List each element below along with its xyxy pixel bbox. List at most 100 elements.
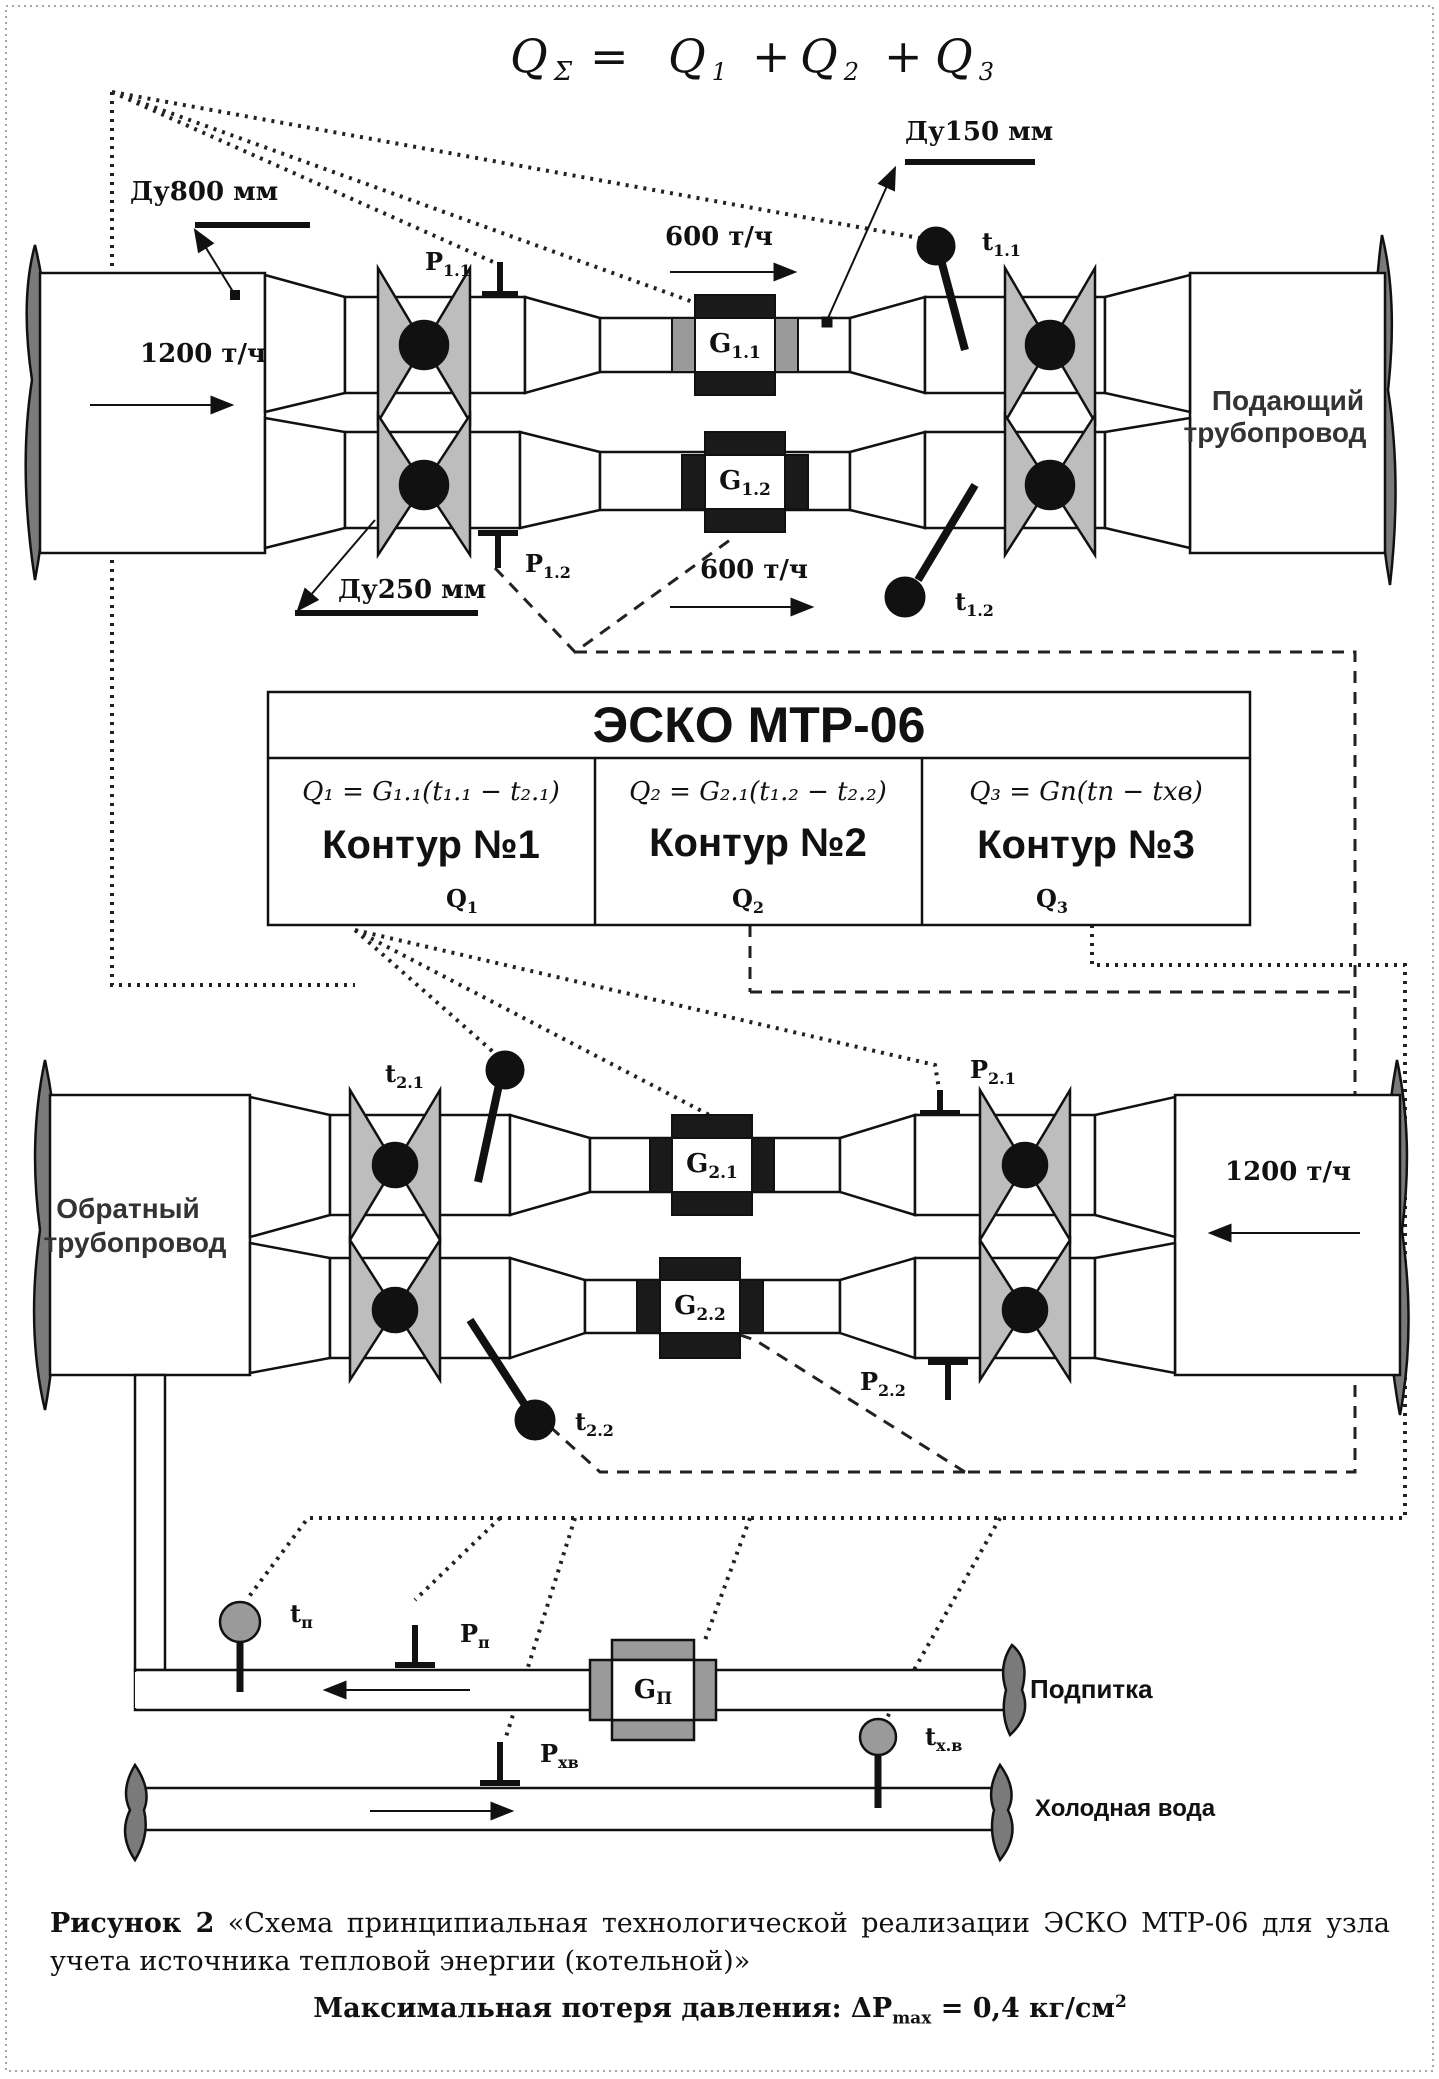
formula-equals: =	[590, 29, 629, 83]
makeup-label: Подпитка	[1030, 1674, 1153, 1704]
valve-r2-right	[978, 1235, 1072, 1385]
return-flow-in-label: 1200 т/ч	[1225, 1157, 1351, 1187]
supply-sensors	[478, 226, 979, 618]
makeup-cap	[1001, 1643, 1027, 1738]
temp-sensor-t11	[916, 226, 969, 352]
flowmeter-g21: G2.1	[649, 1114, 775, 1216]
supply-header-left	[38, 271, 267, 555]
valve-b2-left	[376, 410, 472, 560]
supply-annotations: Ду800 мм 1200 т/ч 600 т/ч Ду150 мм P1.1 …	[90, 117, 1367, 620]
contour-1-cell: Q₁ = G₁.₁(t₁.₁ − t₂.₁) Контур №1 Q1	[302, 777, 560, 917]
return-valves	[348, 1085, 1072, 1385]
valve-r1-left	[348, 1085, 442, 1245]
valve-r1-right	[978, 1085, 1072, 1245]
return-header-left	[48, 1093, 252, 1377]
caption-text: Рисунок 2 «Схема принципиальная технолог…	[50, 1905, 1390, 1981]
contour-2-q: Q2	[732, 884, 764, 917]
signal-line-gp	[703, 1517, 752, 1641]
cold-water-line	[123, 1717, 1014, 1863]
txv-label: tх.в	[925, 1722, 962, 1755]
signal-line-t21	[353, 928, 502, 1060]
pressure-sensor-pp	[395, 1625, 435, 1668]
pressure-sensor-pxv	[480, 1742, 520, 1786]
b2-reducer-right	[1103, 416, 1192, 550]
supply-valves	[376, 263, 1097, 560]
pressure-sensor-p12	[478, 530, 518, 568]
makeup-line: GП	[133, 1373, 1027, 1742]
figure-caption: Рисунок 2 «Схема принципиальная технолог…	[50, 1905, 1390, 2037]
b2-cone-b	[848, 430, 927, 530]
return-pipeline	[32, 1059, 1410, 1416]
flowmeter-gp: GП	[588, 1638, 718, 1742]
signal-line-g11	[111, 90, 694, 304]
t12-label: t1.2	[955, 587, 994, 620]
signal-line-g22-p22	[739, 1333, 966, 1474]
cold-left-cap	[123, 1762, 148, 1863]
contour-1-formula: Q₁ = G₁.₁(t₁.₁ − t₂.₁)	[302, 777, 560, 807]
pressure-sensor-p21	[920, 1090, 960, 1116]
t11-label: t1.1	[982, 227, 1021, 260]
return-pipe-name-1: Обратный	[56, 1193, 200, 1224]
makeup-annotations: tп Pп Подпитка	[290, 1599, 1153, 1704]
supply-flow-in-label: 1200 т/ч	[140, 339, 266, 369]
p12-label: P1.2	[525, 549, 571, 582]
tp-label: tп	[290, 1599, 313, 1632]
p11-label: P1.1	[425, 247, 471, 280]
signal-line-contour2-frame	[965, 650, 1357, 1474]
du150-label: Ду150 мм	[905, 117, 1053, 147]
cold-water-pipe	[138, 1786, 1002, 1832]
contour-1-label: Контур №1	[322, 823, 540, 867]
du800-tap	[230, 290, 240, 300]
du800-leader	[193, 227, 236, 296]
pp-label: Pп	[460, 1619, 490, 1652]
supply-pipe-name-1: Подающий	[1212, 385, 1364, 416]
signal-line-t11	[111, 90, 931, 242]
b1-reducer-right	[1103, 273, 1192, 414]
du250-leader	[296, 519, 376, 612]
contour-2-label: Контур №2	[649, 821, 867, 865]
esko-frame	[266, 690, 1252, 927]
formula-plus-1: +	[752, 29, 791, 83]
b1-reducer-left	[263, 273, 347, 414]
return-sensors	[466, 1050, 968, 1441]
temp-sensor-tp	[218, 1600, 262, 1692]
signal-line-p21	[354, 928, 942, 1096]
cold-water-label: Холодная вода	[1035, 1795, 1216, 1822]
makeup-riser	[133, 1373, 167, 1672]
branch1-flow-label: 600 т/ч	[665, 222, 773, 252]
signal-line-pp	[413, 1516, 502, 1602]
contour-2-formula: Q₂ = G₂.₁(t₁.₂ − t₂.₂)	[629, 777, 887, 807]
caption-lead: Рисунок 2	[50, 1908, 215, 1939]
flowmeter-g11: G1.1	[671, 294, 799, 396]
contour-3-q: Q3	[1036, 884, 1068, 917]
pxv-label: Pхв	[540, 1739, 579, 1772]
return-header-right	[1173, 1093, 1402, 1377]
return-annotations: t2.1 t2.2 P2.1 P2.2 1200 т/ч Обратный тр…	[44, 1055, 1360, 1440]
temp-sensor-t22	[466, 1317, 556, 1441]
g12-label: G1.2	[719, 466, 771, 500]
p22-label: P2.2	[860, 1367, 906, 1400]
cold-water-annotations: Pхв tх.в Холодная вода	[370, 1722, 1216, 1822]
contour-2-cell: Q₂ = G₂.₁(t₁.₂ − t₂.₂) Контур №2 Q2	[629, 777, 887, 917]
signal-line-t22	[533, 1411, 965, 1474]
contour-3-formula: Q₃ = Gп(tп − tхв)	[969, 777, 1203, 807]
du800-label: Ду800 мм	[130, 177, 278, 207]
formula-plus-2: +	[884, 29, 923, 83]
supply-header-right	[1188, 271, 1387, 555]
g11-tap	[821, 316, 833, 328]
du250-label: Ду250 мм	[338, 575, 486, 605]
cold-right-cap	[989, 1762, 1014, 1863]
valve-b1-right	[1003, 263, 1097, 427]
b2-reducer-left	[263, 416, 347, 550]
contour-3-label: Контур №3	[977, 823, 1195, 867]
gp-label: GП	[634, 1675, 672, 1709]
return-pipe-name-2: трубопровод	[44, 1227, 227, 1258]
flowmeter-g12: G1.2	[681, 431, 809, 533]
g11-label: G1.1	[709, 329, 761, 363]
valve-b2-right	[1003, 410, 1097, 560]
